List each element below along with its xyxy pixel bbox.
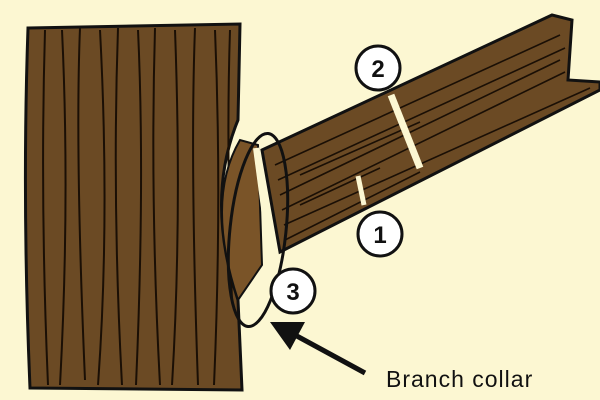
cut-2-badge: 2 [354, 44, 402, 92]
cut-2-number: 2 [371, 56, 384, 83]
tree-trunk [23, 22, 244, 392]
cut-lines [253, 93, 424, 269]
cut-1-line [355, 175, 367, 206]
branch-collar-label: Branch collar [386, 366, 534, 392]
branch-collar-swelling [221, 138, 264, 303]
arrow-icon [270, 322, 367, 376]
cut-2-line [387, 93, 424, 170]
branch [260, 13, 600, 255]
cut-1-badge: 1 [356, 210, 404, 258]
cut-1-number: 1 [373, 222, 386, 249]
cut-3-line [253, 147, 275, 269]
cut-3-badge: 3 [269, 267, 317, 315]
branch-collar-outline [226, 131, 290, 329]
cut-3-number: 3 [286, 279, 299, 306]
